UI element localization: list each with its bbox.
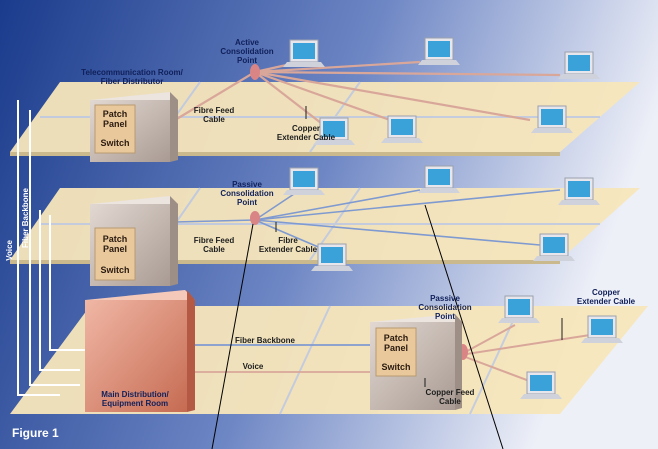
bottom-switch-label: Switch [381,362,411,372]
figure-caption: Figure 1 [12,426,59,440]
passive-consolidation-point-middle [250,211,260,225]
active-consolidation-label: Active Consolidation Point [220,38,274,65]
telecom-room-label: Telecommunication Room/ Fiber Distributo… [81,68,183,86]
middle-switch-label: Switch [100,265,130,275]
top-copper-extender-label: Copper Extender Cable [276,124,336,142]
annotation-ticks [275,106,563,387]
top-fibre-feed-label: Fibre Feed Cable [193,106,235,124]
middle-patch-panel-label: Patch Panel [102,234,128,254]
middle-fibre-extender-label: Fibre Extender Cable [258,236,318,254]
passive-consolidation-label-bottom: Passive Consolidation Point [418,294,472,321]
riser-voice-label: Voice [5,240,14,261]
callout-lines [211,204,504,449]
riser-fiber-backbone-label: Fiber Backbone [21,188,30,249]
laptops [283,37,623,399]
bottom-copper-extender-label: Copper Extender Cable [576,288,636,306]
voice-label: Voice [242,362,264,371]
main-distribution-label: Main Distribution/ Equipment Room [101,390,169,408]
top-switch-label: Switch [100,138,130,148]
active-consolidation-point [250,64,260,80]
top-patch-panel-label: Patch Panel [102,109,128,129]
middle-fibre-feed-label: Fibre Feed Cable [193,236,235,254]
cabinet-main [85,290,195,412]
fiber-backbone-label: Fiber Backbone [234,336,295,345]
passive-consolidation-label-middle: Passive Consolidation Point [220,180,274,207]
middle-floor-cables [174,189,561,253]
top-floor-cables [174,60,561,131]
bottom-patch-panel-label: Patch Panel [383,333,409,353]
copper-feed-label: Copper Feed Cable [425,388,475,406]
riser-cables [17,100,85,396]
